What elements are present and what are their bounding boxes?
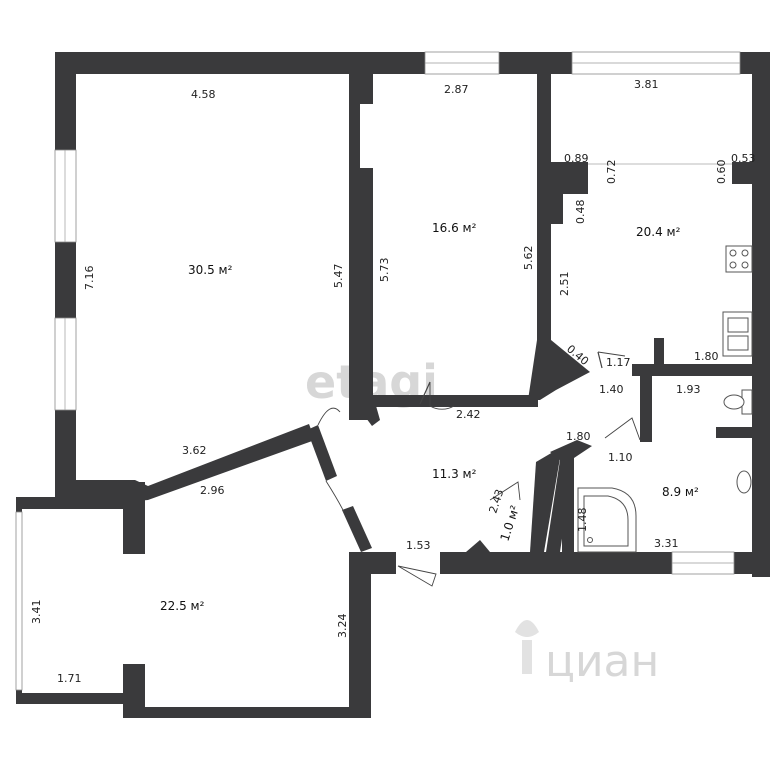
bathroom-sink-icon <box>736 470 752 494</box>
dim-living-top: 4.58 <box>191 88 216 101</box>
area-bathroom: 8.9 м² <box>662 485 699 499</box>
dim-kitchen-left: 2.51 <box>558 272 571 297</box>
dim-south-right: 3.24 <box>336 614 349 639</box>
dim-bath-bottom: 3.31 <box>654 537 679 550</box>
area-south-room: 22.5 м² <box>160 599 205 613</box>
area-closet: 1.0 м² <box>498 503 523 542</box>
dim-bath-shower: 1.48 <box>576 508 589 533</box>
dim-kitchen-c: 0.48 <box>574 200 587 225</box>
dim-south-top: 2.96 <box>200 484 225 497</box>
area-hall: 11.3 м² <box>432 467 477 481</box>
doors <box>317 351 641 587</box>
dim-living-bottom: 3.62 <box>182 444 207 457</box>
dim-hall-bottom: 1.53 <box>406 539 431 552</box>
dim-hall-top: 1.40 <box>599 383 624 396</box>
cian-watermark: циан <box>545 636 659 687</box>
stove-icon <box>725 245 753 273</box>
window-living-1 <box>54 149 77 243</box>
dim-hall-door: 1.10 <box>608 451 633 464</box>
door-bedroom <box>429 382 455 410</box>
dim-bedroom-bottom: 2.42 <box>456 408 481 421</box>
dim-kitchen-b: 0.60 <box>715 160 728 185</box>
door-south-room <box>325 480 345 513</box>
door-bathroom <box>604 417 641 441</box>
door-entrance <box>397 565 437 587</box>
dim-closet-diag: 2.43 <box>486 488 506 515</box>
windows <box>15 51 741 691</box>
dim-balcony-bottom: 1.71 <box>57 672 82 685</box>
door-closet <box>489 481 521 501</box>
dim-living-left: 7.16 <box>83 266 96 291</box>
dim-kitchen-door: 1.17 <box>606 356 631 369</box>
dim-kitchen-niche-left: 0.89 <box>564 152 589 165</box>
dim-bedroom-top: 2.87 <box>444 83 469 96</box>
cian-logo-icon <box>515 620 539 674</box>
area-living: 30.5 м² <box>188 263 233 277</box>
dim-bedroom-right: 5.62 <box>522 246 535 271</box>
door-living <box>317 407 341 426</box>
dim-bedroom-left: 5.73 <box>378 258 391 283</box>
window-balcony <box>15 511 23 691</box>
dim-hall-mid: 1.80 <box>566 430 591 443</box>
fixtures <box>577 245 753 553</box>
dim-balcony-left: 3.41 <box>30 600 43 625</box>
dim-bath-top: 1.93 <box>676 383 701 396</box>
dim-kitchen-a: 0.72 <box>605 160 618 185</box>
area-kitchen: 20.4 м² <box>636 225 681 239</box>
dim-kitchen-niche-right: 0.53 <box>731 152 756 165</box>
dim-kitchen-bottom: 1.80 <box>694 350 719 363</box>
window-living-2 <box>54 317 77 411</box>
dim-living-right: 5.47 <box>332 264 345 289</box>
door-kitchen <box>597 351 626 357</box>
area-bedroom: 16.6 м² <box>432 221 477 235</box>
dim-kitchen-top: 3.81 <box>634 78 659 91</box>
toilet-icon <box>723 394 745 410</box>
